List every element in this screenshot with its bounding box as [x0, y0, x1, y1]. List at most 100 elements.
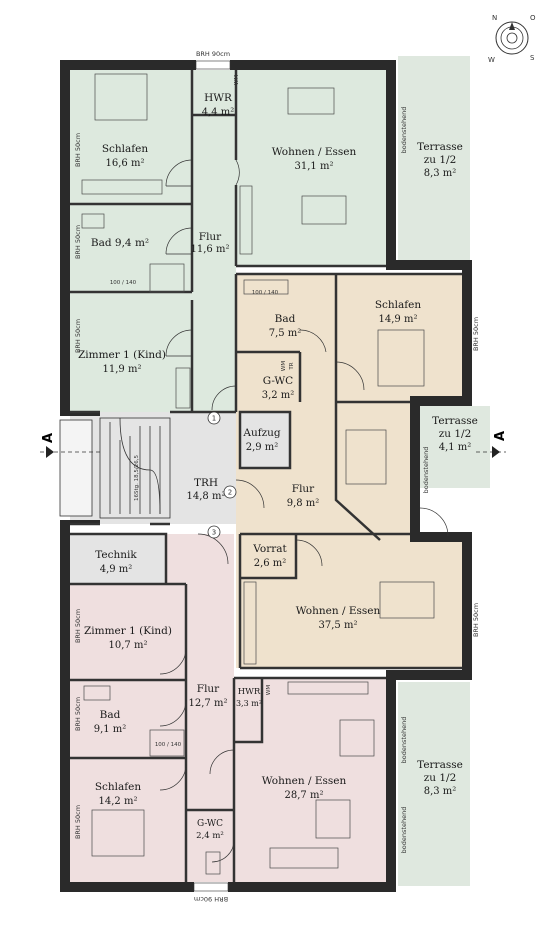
stair-number-3: 3 — [212, 529, 216, 537]
outer-walls — [60, 60, 472, 892]
label-schlafen-top: Schlafen — [102, 143, 149, 155]
fill-terrasse-mid — [420, 406, 490, 488]
brh50-bad-top: BRH 50cm — [74, 225, 82, 259]
tr-mid: TR — [289, 362, 295, 370]
area-terrasse-bot: 8,3 m² — [424, 786, 457, 797]
brh50-zimmer-top: BRH 50cm — [74, 319, 82, 353]
door-bad-bot — [159, 699, 187, 727]
label-wohnen-top: Wohnen / Essen — [272, 146, 357, 158]
stair-number-1-circle — [207, 411, 221, 425]
label-gwc-mid: G-WC — [263, 375, 293, 387]
wall-top-east — [230, 60, 396, 70]
inner-walls — [70, 70, 462, 882]
door-wohnen-bot — [209, 749, 235, 775]
bodenstehend-mid: bodenstehend — [422, 447, 430, 494]
fill-hwr-top — [192, 70, 236, 152]
area-terrasse-top: 8,3 m² — [424, 168, 457, 179]
wall-east-inner — [410, 396, 420, 534]
doors — [159, 159, 449, 863]
bodenstehend-bot-1: bodenstehend — [400, 717, 408, 764]
door-zimmer-top — [165, 329, 193, 357]
stair-number-2-circle — [223, 485, 237, 499]
door-schlafen-mid — [335, 361, 365, 391]
area-flur-mid: 9,8 m² — [287, 498, 320, 509]
label-terrasse-mid: Terrasse — [432, 415, 478, 427]
area-technik: 4,9 m² — [100, 564, 133, 575]
section-arrow-west — [46, 446, 54, 458]
stair-number-3-circle — [207, 525, 221, 539]
area-bad-bot: 9,1 m² — [94, 724, 127, 735]
label-bad-mid: Bad — [275, 313, 296, 325]
sofa-bot — [315, 799, 351, 839]
bath-sink-top — [81, 213, 105, 229]
wall-west-top — [60, 60, 70, 412]
area-bad-mid: 7,5 m² — [269, 328, 302, 339]
compass-center — [506, 32, 518, 44]
window-size-bad-mid: 100 / 140 — [252, 290, 279, 296]
bed-bot — [91, 809, 145, 857]
label-flur-top: Flur — [199, 231, 222, 243]
label-terrasse-bot: Terrasse — [417, 759, 463, 771]
label-hwr-top: HWR — [204, 92, 233, 104]
wardrobe-zimmer-top — [175, 367, 191, 409]
wall-stair-bottom — [60, 520, 100, 524]
shower-top — [149, 263, 185, 293]
stair-treads — [109, 422, 161, 514]
area-gwc-bot: 2,4 m² — [196, 831, 224, 841]
compass-needle-icon — [509, 22, 515, 30]
compass-w: W — [488, 56, 495, 64]
door-zimmer-bot — [159, 647, 187, 675]
brh-bottom: BRH 90cm — [194, 895, 228, 903]
wall-stair-top — [60, 412, 100, 416]
compass-n: N — [492, 14, 497, 22]
door-bad-top — [165, 227, 193, 255]
label-schlafen-mid: Schlafen — [375, 299, 422, 311]
wall-bottom-west — [60, 882, 194, 892]
area-wohnen-bot: 28,7 m² — [285, 790, 324, 801]
kitchen-bot — [287, 681, 369, 695]
fill-aufzug — [240, 412, 290, 468]
brh50-zimmer-bot: BRH 50cm — [74, 609, 82, 643]
area-hwr-top: 4,4 m² — [202, 107, 235, 118]
label-flur-mid: Flur — [292, 483, 315, 495]
couch-bot — [269, 847, 339, 869]
table-mid — [345, 429, 387, 485]
wall-hwr-bot — [234, 678, 264, 744]
window-bottom — [193, 882, 229, 892]
section-label-east: A — [493, 431, 508, 441]
fill-zimmer-top — [70, 292, 192, 412]
compass-s: S — [530, 54, 535, 62]
staircase — [59, 417, 171, 519]
door-schlafen-top — [165, 159, 193, 187]
area-aufzug: 2,9 m² — [246, 442, 279, 453]
wall-east-step-mid — [410, 396, 472, 406]
bodenstehend-top: bodenstehend — [400, 107, 408, 154]
wall-east-bottom — [386, 670, 396, 892]
label-bad-bot: Bad — [100, 709, 121, 721]
bath-sink-mid — [243, 279, 289, 295]
label-flur-bot: Flur — [197, 683, 220, 695]
area-zimmer-bot: 10,7 m² — [109, 640, 148, 651]
label-zimmer-bot: Zimmer 1 (Kind) — [84, 625, 172, 637]
wall-technik — [70, 532, 168, 584]
wm-top: WM — [234, 75, 240, 85]
compass-rose: N O S W — [488, 14, 536, 64]
fill-technik — [70, 534, 166, 584]
wall-wohnen-mid-diag — [334, 402, 381, 541]
stair-bay — [59, 419, 93, 517]
label-vorrat: Vorrat — [252, 543, 287, 555]
shower-bot — [149, 729, 185, 757]
table-bot — [339, 719, 375, 757]
brh50-bad-bot: BRH 50cm — [74, 697, 82, 731]
door-flur-trh — [211, 385, 237, 411]
stair-outline — [99, 417, 171, 519]
label-hwr-bot: HWR — [238, 687, 261, 697]
wall-vorrat — [240, 534, 298, 580]
annotations: BRH 90cm BRH 90cm BRH 50cm BRH 50cm BRH … — [74, 50, 480, 903]
area-flur-bot: 12,7 m² — [189, 698, 228, 709]
room-labels: Schlafen 16,6 m² HWR 4,4 m² Wohnen / Ess… — [78, 92, 478, 841]
sofa-top — [287, 87, 335, 115]
fill-flur-top — [192, 152, 236, 412]
door-schlafen-bot — [159, 763, 187, 791]
